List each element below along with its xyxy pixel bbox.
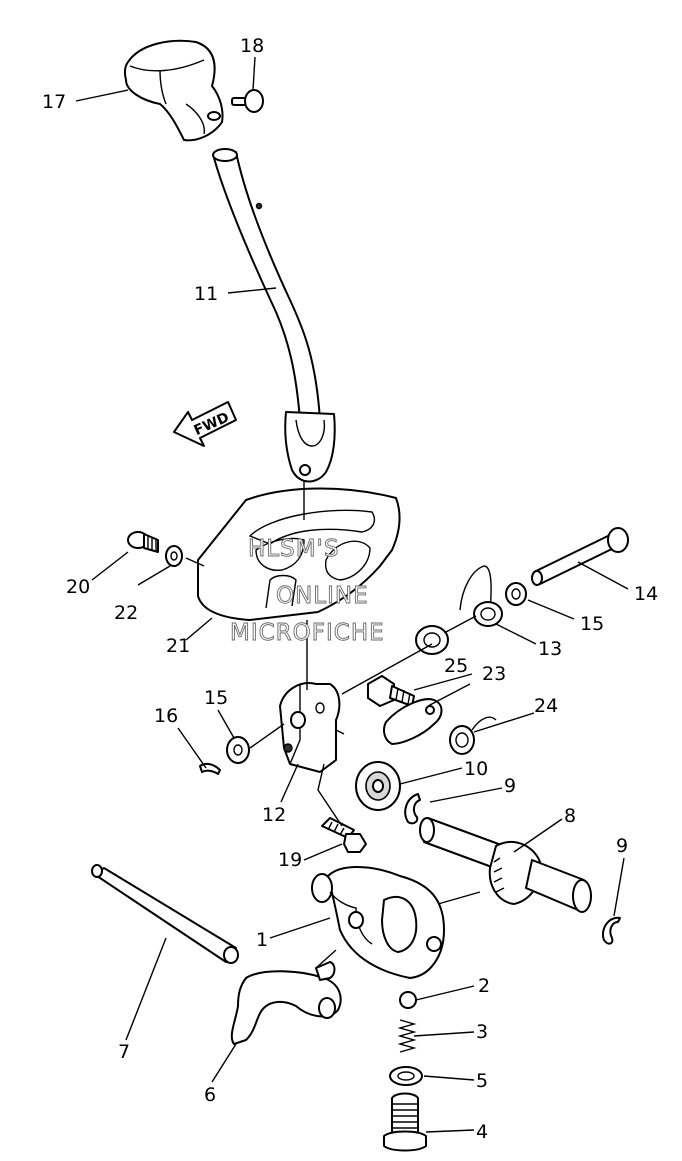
callout-2: 2 — [478, 975, 490, 997]
part-15-washer-right — [505, 582, 527, 606]
callout-13: 13 — [538, 638, 562, 660]
part-21-shift-gate — [197, 487, 401, 621]
watermark-line-1: HLSM'S — [248, 536, 339, 562]
part-14-pin — [531, 527, 629, 586]
callout-10: 10 — [464, 758, 488, 780]
callout-16: 16 — [154, 705, 178, 727]
part-5-washer — [389, 1066, 423, 1086]
assembly-lines — [185, 480, 481, 969]
part-13-spring — [415, 565, 503, 655]
part-18-screw — [231, 89, 264, 113]
callout-7: 7 — [118, 1041, 130, 1063]
part-17-shift-knob — [123, 39, 224, 142]
callout-5: 5 — [476, 1070, 488, 1092]
callout-15-left: 15 — [204, 687, 228, 709]
callout-1: 1 — [256, 929, 268, 951]
callout-22: 22 — [114, 602, 138, 624]
part-24-spring — [449, 716, 497, 755]
part-15-washer-left — [226, 736, 250, 764]
watermark-line-3: MICROFICHE — [230, 620, 385, 646]
callout-12: 12 — [262, 804, 286, 826]
part-19-bolt — [321, 817, 367, 853]
callout-11: 11 — [194, 283, 218, 305]
part-20-bolt — [127, 531, 159, 553]
callout-14: 14 — [634, 583, 658, 605]
callout-4: 4 — [476, 1121, 488, 1143]
callout-18: 18 — [240, 35, 264, 57]
part-4-plug — [383, 1092, 427, 1152]
part-16-cotter-pin — [199, 762, 221, 775]
callout-3: 3 — [476, 1021, 488, 1043]
part-2-ball — [399, 991, 417, 1009]
watermark: HLSM'S ONLINE MICROFICHE — [230, 536, 385, 647]
part-8-shift-shaft — [419, 817, 592, 913]
part-7-guide-bar — [91, 864, 239, 964]
callout-labels: 17 18 11 20 22 21 14 15 13 25 23 24 15 1… — [42, 35, 658, 1143]
part-3-spring — [397, 1019, 417, 1053]
part-11-shift-lever — [212, 148, 336, 483]
callout-19: 19 — [278, 849, 302, 871]
callout-15-right: 15 — [580, 613, 604, 635]
leader-lines — [75, 56, 629, 1133]
part-25-bolt — [367, 675, 415, 707]
part-10-oil-seal — [355, 761, 401, 811]
callout-9-right: 9 — [616, 835, 628, 857]
callout-8: 8 — [564, 805, 576, 827]
part-23-plate — [383, 698, 443, 745]
callout-17: 17 — [42, 91, 66, 113]
part-1-shift-drum — [311, 866, 445, 979]
callout-20: 20 — [66, 576, 90, 598]
callout-9-left: 9 — [504, 775, 516, 797]
callout-23: 23 — [482, 663, 506, 685]
part-6-shift-fork — [230, 961, 342, 1045]
callout-25: 25 — [444, 655, 468, 677]
watermark-line-2: ONLINE — [276, 583, 369, 609]
part-12-bracket — [279, 682, 345, 773]
part-9-circlip-left — [404, 793, 421, 825]
callout-24: 24 — [534, 695, 558, 717]
callout-6: 6 — [204, 1084, 216, 1106]
part-9-circlip-right — [602, 916, 621, 945]
part-22-washer — [165, 545, 183, 567]
callout-21: 21 — [166, 635, 190, 657]
fwd-direction-arrow: FWD — [173, 401, 237, 447]
